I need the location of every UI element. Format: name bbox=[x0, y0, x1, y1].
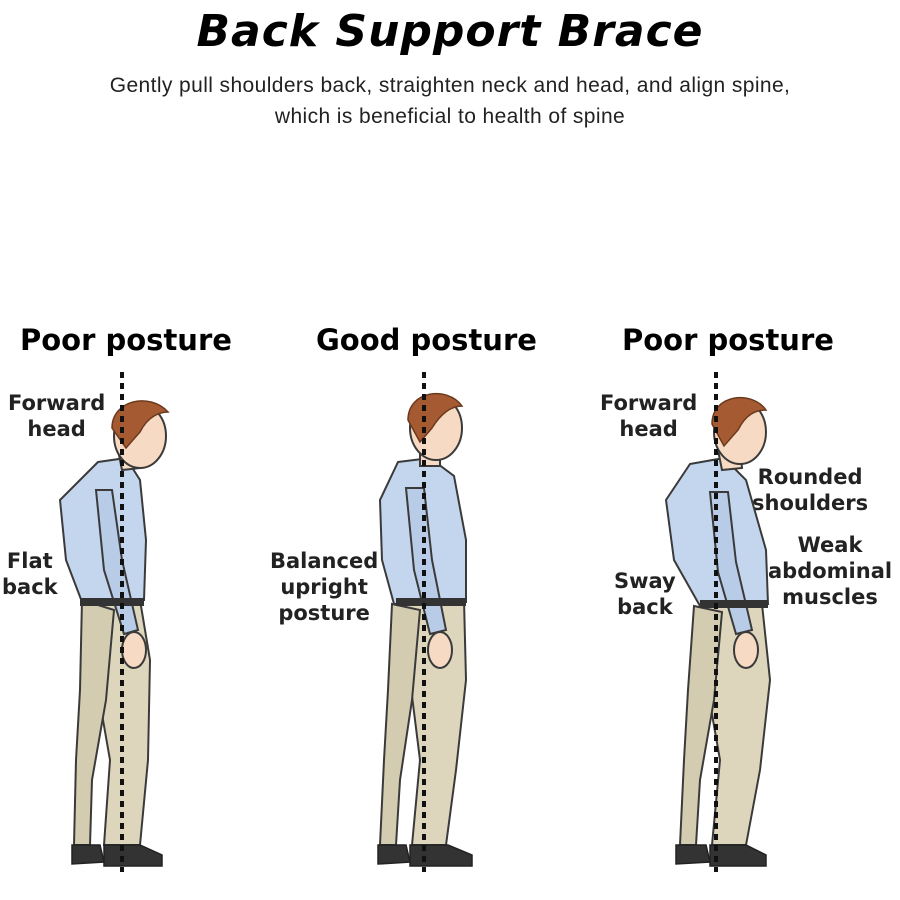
figure-3-label-sway-back: Sway back bbox=[614, 568, 676, 620]
figure-3-label-weak-abdominal: Weak abdominal muscles bbox=[768, 532, 892, 610]
figure-1-label-forward-head: Forward head bbox=[8, 390, 105, 442]
figure-3-label-rounded-shoulders: Rounded shoulders bbox=[752, 464, 868, 516]
label-line: Flat bbox=[6, 549, 53, 573]
label-line: upright bbox=[280, 575, 368, 599]
figure-2-heading: Good posture bbox=[316, 323, 537, 357]
label-line: Weak bbox=[797, 533, 863, 557]
label-line: muscles bbox=[782, 585, 878, 609]
label-line: shoulders bbox=[752, 491, 869, 515]
label-line: posture bbox=[278, 601, 370, 625]
figure-3-heading: Poor posture bbox=[622, 323, 834, 357]
subtitle-line-2: which is beneficial to health of spine bbox=[274, 105, 626, 128]
label-line: Balanced bbox=[270, 549, 379, 573]
label-line: Forward bbox=[8, 391, 106, 415]
label-line: head bbox=[27, 417, 86, 441]
label-line: Forward bbox=[600, 391, 698, 415]
figure-1-heading: Poor posture bbox=[20, 323, 232, 357]
page-subtitle: Gently pull shoulders back, straighten n… bbox=[40, 70, 860, 132]
figure-1-person bbox=[58, 400, 170, 867]
figure-1-label-flat-back: Flat back bbox=[2, 548, 58, 600]
label-line: back bbox=[617, 595, 673, 619]
label-line: Rounded bbox=[757, 465, 863, 489]
figure-3-person bbox=[664, 396, 772, 867]
label-line: abdominal bbox=[768, 559, 893, 583]
label-line: Sway bbox=[614, 569, 676, 593]
figure-3-label-forward-head: Forward head bbox=[600, 390, 697, 442]
label-line: back bbox=[2, 575, 58, 599]
label-line: head bbox=[619, 417, 678, 441]
subtitle-line-1: Gently pull shoulders back, straighten n… bbox=[109, 74, 791, 97]
page-title: Back Support Brace bbox=[196, 6, 704, 57]
figure-2-label-balanced: Balanced upright posture bbox=[270, 548, 378, 626]
